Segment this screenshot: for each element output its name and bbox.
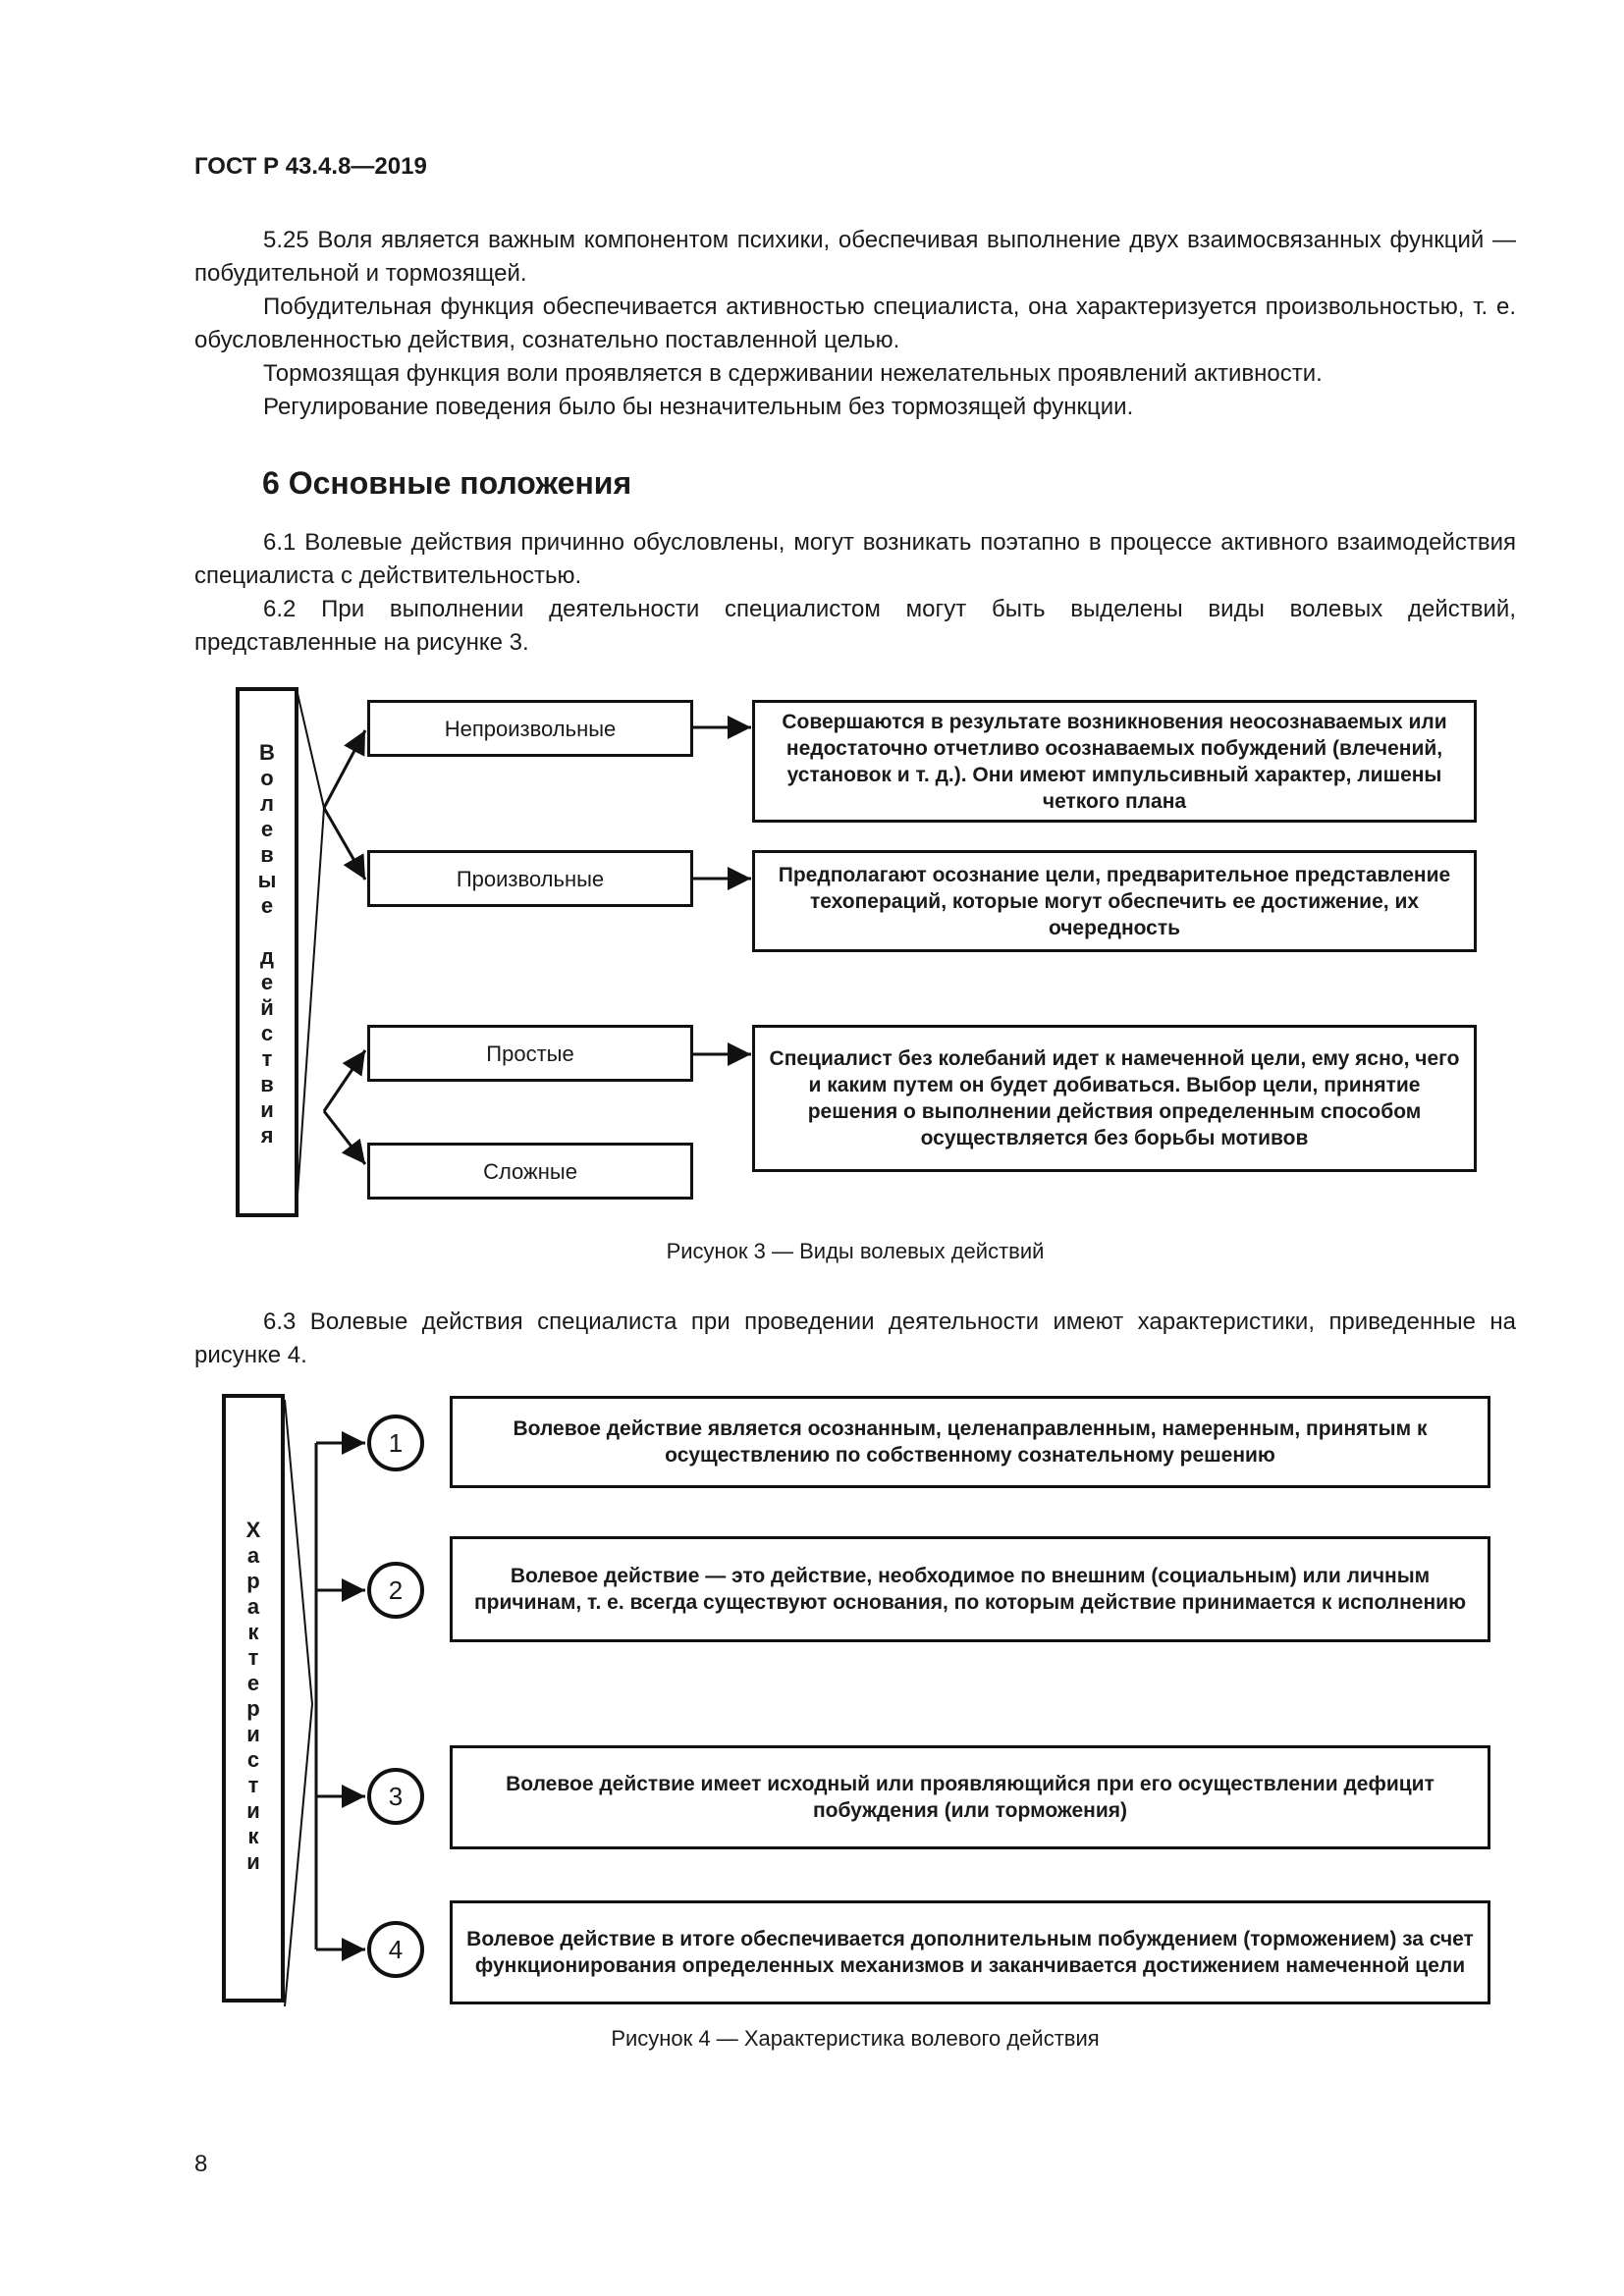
fig3-type-simple: Простые — [367, 1025, 693, 1082]
fig3-desc-voluntary: Предполагают осознание цели, предварител… — [752, 850, 1477, 952]
fig4-number-2: 2 — [367, 1562, 424, 1619]
fig3-type-voluntary: Произвольные — [367, 850, 693, 907]
vertical-letter: д — [260, 944, 274, 969]
paragraph-6-1: 6.1 Волевые действия причинно обусловлен… — [194, 529, 1516, 589]
vertical-letter: к — [247, 1824, 259, 1848]
vertical-letter: й — [260, 995, 274, 1020]
vertical-letter: е — [260, 817, 274, 841]
fig4-desc-4: Волевое действие в итоге обеспечивается … — [450, 1900, 1490, 2004]
fig4-number-3: 3 — [367, 1768, 424, 1825]
vertical-letter: о — [260, 766, 274, 790]
paragraph-pobuditelnaya: Побудительная функция обеспечивается акт… — [194, 294, 1516, 353]
vertical-letter: е — [260, 893, 274, 918]
paragraph-6-3: 6.3 Волевые действия специалиста при про… — [194, 1308, 1516, 1368]
vertical-letter: с — [246, 1747, 260, 1772]
fig3-type-complex: Сложные — [367, 1143, 693, 1200]
paragraph-regulirovanie: Регулирование поведения было бы незначит… — [263, 394, 1134, 420]
paragraph-tormozyashchaya: Тормозящая функция воли проявляется в сд… — [263, 360, 1323, 387]
vertical-letter: с — [260, 1021, 274, 1045]
vertical-letter: в — [260, 842, 274, 867]
vertical-letter: т — [247, 1645, 259, 1670]
figure-3-caption: Рисунок 3 — Виды волевых действий — [666, 1239, 1045, 1263]
section-title: 6 Основные положения — [262, 465, 632, 501]
vertical-letter: ы — [257, 868, 277, 892]
vertical-letter: и — [246, 1798, 260, 1823]
vertical-letter: я — [260, 1123, 274, 1148]
vertical-letter: В — [259, 740, 275, 765]
figure-4-caption: Рисунок 4 — Характеристика волевого дейс… — [611, 2026, 1100, 2051]
vertical-letter: и — [260, 1097, 274, 1122]
paragraph-6-2: 6.2 При выполнении деятельности специали… — [194, 596, 1516, 656]
fig3-desc-simple: Специалист без колебаний идет к намеченн… — [752, 1025, 1477, 1172]
fig4-desc-3: Волевое действие имеет исходный или проя… — [450, 1745, 1490, 1849]
vertical-letter: т — [261, 1046, 273, 1071]
vertical-letter: т — [247, 1773, 259, 1797]
vertical-letter: а — [246, 1594, 260, 1619]
vertical-letter: а — [246, 1543, 260, 1568]
vertical-letter: р — [246, 1569, 260, 1593]
fig3-desc-involuntary: Совершаются в результате возникновения н… — [752, 700, 1477, 823]
document-code: ГОСТ Р 43.4.8—2019 — [194, 153, 427, 180]
fig4-desc-2: Волевое действие — это действие, необход… — [450, 1536, 1490, 1642]
fig3-type-involuntary: Непроизвольные — [367, 700, 693, 757]
page-number: 8 — [194, 2151, 208, 2177]
vertical-letter: и — [246, 1722, 260, 1746]
vertical-letter: р — [246, 1696, 260, 1721]
vertical-letter: л — [260, 791, 274, 816]
fig4-number-4: 4 — [367, 1921, 424, 1978]
vertical-letter: Х — [245, 1518, 261, 1542]
vertical-letter: е — [246, 1671, 260, 1695]
fig4-number-1: 1 — [367, 1415, 424, 1471]
fig4-desc-1: Волевое действие является осознанным, це… — [450, 1396, 1490, 1488]
vertical-letter: к — [247, 1620, 259, 1644]
vertical-letter: и — [246, 1849, 260, 1874]
paragraph-5-25: 5.25 Воля является важным компонентом пс… — [194, 227, 1516, 287]
vertical-letter: е — [260, 970, 274, 994]
vertical-letter: в — [260, 1072, 274, 1096]
